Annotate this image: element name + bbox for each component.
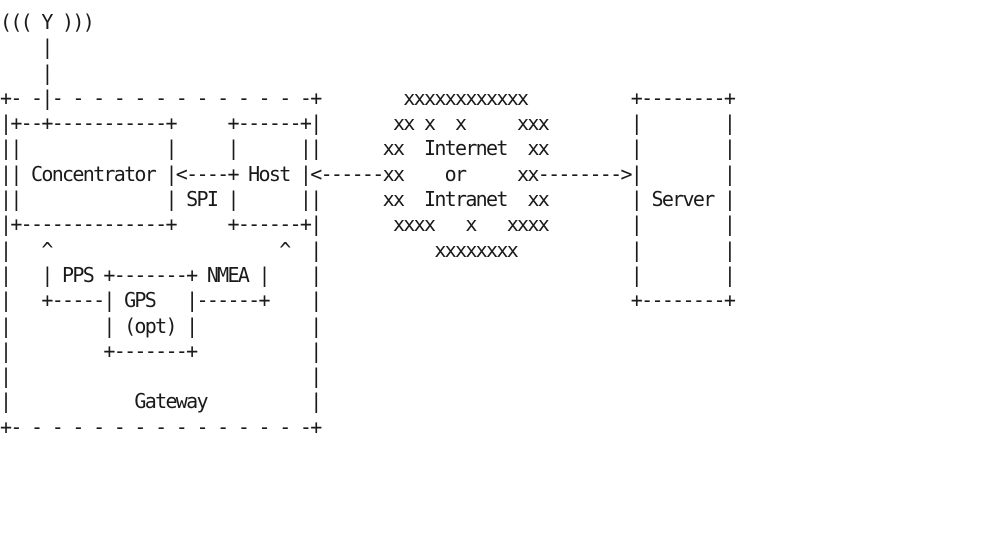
gateway-bottom-border-row: +- - - - - - - - - - - - - - -+: [0, 414, 322, 439]
concentrator-bottom-row: |+--------------+ +------+| xxxx x xxxx …: [0, 212, 736, 237]
gps-bottom-row: | +-------+ |: [0, 338, 322, 363]
gps-opt-row: | | (opt) | |: [0, 313, 322, 338]
pps-nmea-row: | | PPS +-------+ NMEA | | | |: [0, 262, 736, 287]
antenna-mast-row-1: |: [0, 35, 53, 60]
gateway-top-border-row: +- -|- - - - - - - - - - - - -+ xxxxxxxx…: [0, 85, 736, 110]
concentrator-host-link-row: || Concentrator |<----+ Host |<------xx …: [0, 161, 736, 186]
gps-label-row: | +-----| GPS |------+ | +--------+: [0, 288, 736, 313]
antenna-row: ((( Y ))): [0, 10, 95, 34]
internet-label-row: || | | || xx Internet xx | |: [0, 136, 736, 161]
cloud-bottom-row: | ^ ^ | xxxxxxxx | |: [0, 237, 736, 262]
spi-server-label-row: || | SPI | || xx Intranet xx | Server |: [0, 187, 736, 212]
gateway-label-row: | Gateway |: [0, 389, 322, 414]
antenna-mast-row-2: |: [0, 60, 53, 85]
concentrator-top-row: |+--+-----------+ +------+| xx x x xxx |…: [0, 111, 736, 136]
gateway-network-ascii-diagram: ((( Y ))) | |+- -|- - - - - - - - - - - …: [0, 10, 736, 440]
gateway-blank-row: | |: [0, 364, 322, 389]
